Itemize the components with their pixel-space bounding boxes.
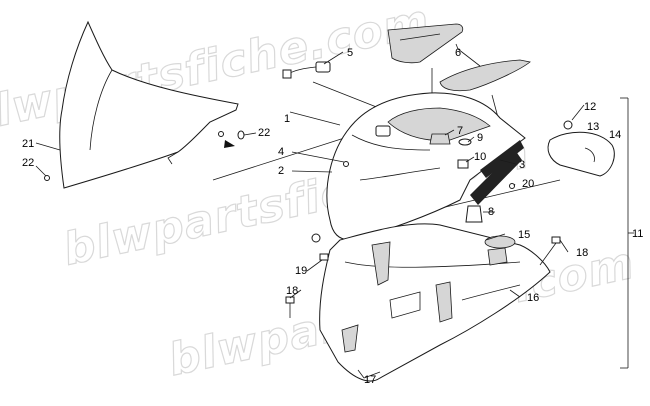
callout-2: 2 — [278, 165, 284, 177]
callout-19: 19 — [295, 265, 307, 277]
callout-7: 7 — [457, 125, 463, 137]
callout-1: 1 — [284, 113, 290, 125]
callout-16: 16 — [527, 292, 539, 304]
callout-18-left: 18 — [286, 285, 298, 297]
callout-8: 8 — [488, 206, 494, 218]
bolts — [285, 233, 561, 318]
arrow-marker — [224, 140, 235, 148]
callout-17: 17 — [364, 374, 376, 386]
callout-22-right: 22 — [258, 127, 270, 139]
screw-22-left — [44, 175, 50, 181]
upper-hood — [326, 92, 526, 241]
callout-10: 10 — [474, 151, 486, 163]
callout-22-left: 22 — [22, 157, 34, 169]
windshield — [44, 20, 245, 189]
leader-lines — [35, 43, 585, 379]
callout-12: 12 — [584, 101, 596, 113]
callout-11: 11 — [632, 228, 643, 240]
headlight-lens — [387, 23, 531, 92]
mount-bracket — [547, 120, 615, 177]
callout-21: 21 — [22, 138, 34, 150]
callout-5: 5 — [347, 47, 353, 59]
screw-22-right — [237, 130, 245, 140]
callout-14: 14 — [609, 129, 621, 141]
wire-connector — [282, 61, 331, 79]
callout-15: 15 — [518, 229, 530, 241]
callout-3: 3 — [519, 159, 525, 171]
lower-hood — [319, 223, 551, 382]
callout-9: 9 — [477, 132, 483, 144]
callout-13: 13 — [587, 121, 599, 133]
callout-6: 6 — [455, 47, 461, 59]
small-parts — [343, 133, 515, 223]
callout-20: 20 — [522, 178, 534, 190]
callout-4: 4 — [278, 146, 284, 158]
side-vent — [470, 140, 524, 205]
callouts: 21 22 22 1 4 2 5 6 7 9 10 3 20 8 12 13 1… — [22, 47, 643, 386]
callout-18-right: 18 — [576, 247, 588, 259]
